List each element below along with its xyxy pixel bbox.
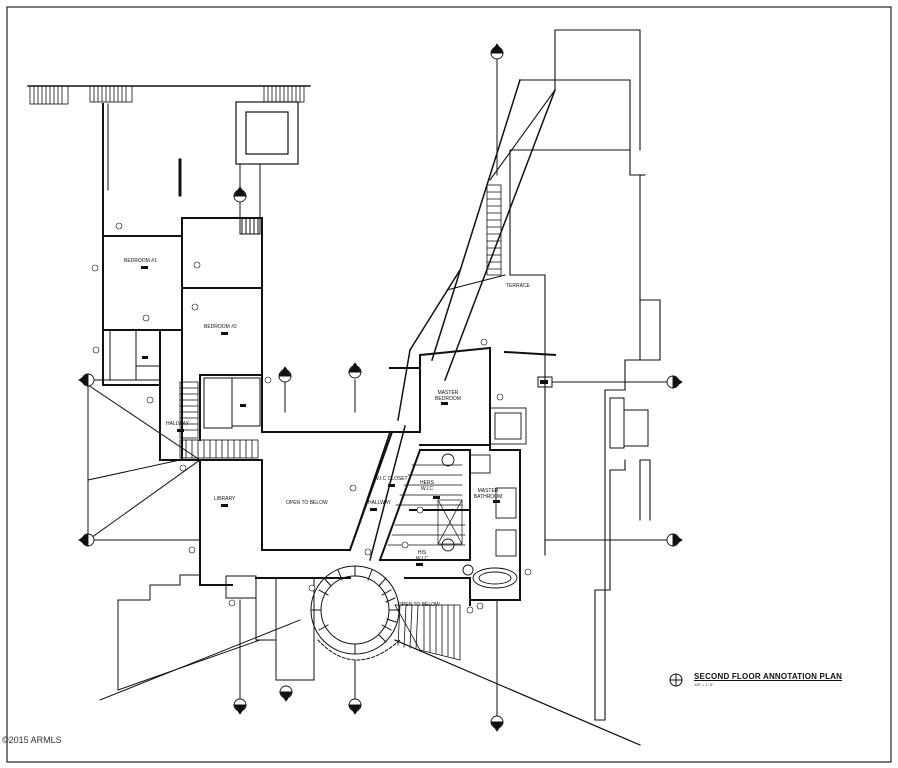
marker-bottom-1 — [233, 698, 247, 715]
left-wing-closets — [109, 163, 261, 429]
marker-left-2 — [78, 533, 95, 547]
left-wing-walls — [102, 103, 393, 461]
marker-right-1 — [666, 375, 683, 389]
room-number-tags — [141, 266, 548, 566]
marker-left-1 — [78, 373, 95, 387]
marker-bottom-right — [490, 715, 504, 732]
marker-bottom-2 — [279, 685, 293, 702]
room-label-his-wic: HIS W.I.C — [415, 550, 429, 562]
room-label-bedroom2: BEDROOM #2 — [204, 324, 237, 330]
right-roof-outline — [446, 79, 646, 721]
marker-upper — [233, 186, 247, 203]
bottom-balcony — [225, 575, 351, 681]
marker-top — [490, 43, 504, 60]
top-left-stairs — [27, 85, 311, 105]
library-walls — [199, 430, 394, 586]
room-label-hallway-left: HALLWAY — [166, 421, 189, 427]
skylight-box — [235, 101, 299, 165]
room-label-terrace: TERRACE — [506, 283, 530, 289]
sheet-border — [6, 6, 892, 763]
marker-bottom-3 — [348, 698, 362, 715]
room-label-hers-wic: HERS W.I.C — [420, 480, 434, 492]
marker-right-2 — [666, 533, 683, 547]
title-block: SECOND FLOOR ANNOTATION PLAN 1/8" = 1'-0… — [664, 671, 894, 693]
marker-center-2 — [348, 362, 362, 379]
right-roof-outer — [554, 29, 661, 521]
plan-scale: 1/8" = 1'-0" — [694, 682, 714, 687]
marker-center-1 — [278, 366, 292, 383]
master-bath-fixtures — [441, 407, 527, 589]
spiral-stair — [310, 565, 401, 661]
plan-title: SECOND FLOOR ANNOTATION PLAN — [694, 672, 843, 681]
closet-hallway-walls — [378, 431, 471, 606]
room-label-master-bathroom: MASTER BATHROOM — [473, 488, 503, 500]
room-label-hallway-center: HALLWAY — [368, 500, 391, 506]
section-lines — [94, 54, 671, 721]
center-diagonal-stair — [394, 604, 641, 746]
north-symbol — [669, 673, 683, 687]
room-label-open-to-below-1: OPEN TO BELOW — [286, 500, 328, 506]
callout-tags — [91, 222, 532, 614]
copyright-notice: ©2015 ARMLS — [2, 735, 62, 745]
center-diagonal-walls — [349, 79, 556, 561]
closet-shelves — [387, 464, 466, 546]
room-label-open-to-below-2: OPEN TO BELOW — [398, 602, 440, 608]
section-markers — [78, 43, 683, 732]
room-label-wic-closet: W.I.C CLOSET — [374, 476, 408, 482]
master-suite-walls — [389, 346, 557, 601]
room-label-master-bedroom: MASTER BEDROOM — [435, 390, 461, 402]
terrace-stairs — [486, 184, 502, 276]
room-label-bedroom1: BEDROOM #1 — [124, 258, 157, 264]
left-hallway-stair — [179, 381, 259, 459]
right-chimney — [609, 397, 649, 449]
room-label-library: LIBRARY — [214, 496, 236, 502]
